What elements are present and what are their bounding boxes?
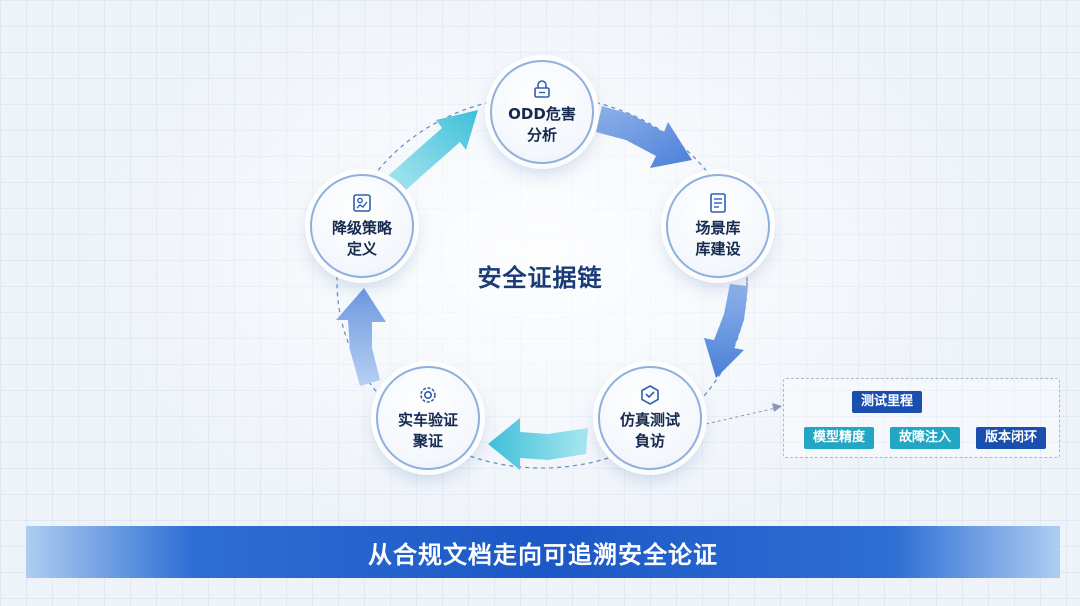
arrow-sim-to-vehicle bbox=[488, 418, 588, 470]
center-title: 安全证据链 bbox=[477, 264, 603, 292]
callout-connector bbox=[705, 407, 777, 425]
node-vehicle-validation[interactable]: 实车验证 聚证 bbox=[376, 366, 480, 470]
node-label: 实车验证 聚证 bbox=[397, 411, 458, 450]
bottom-banner: 从合规文档走向可追溯安全论证 bbox=[26, 526, 1060, 578]
arrow-vehicle-to-degrade bbox=[336, 288, 386, 386]
node-degradation-strategy[interactable]: 降级策略 定义 bbox=[310, 174, 414, 278]
node-label: 仿真测试 負访 bbox=[619, 411, 680, 450]
arrow-scene-to-sim bbox=[704, 284, 748, 378]
strategy-icon bbox=[353, 194, 371, 212]
node-label: ODD危害 分析 bbox=[508, 105, 576, 144]
cube-icon bbox=[641, 385, 659, 405]
lock-icon bbox=[534, 80, 550, 98]
node-simulation-testing[interactable]: 仿真测试 負访 bbox=[598, 366, 702, 470]
tag-model-accuracy[interactable]: 模型精度 bbox=[804, 427, 875, 449]
arrow-degrade-to-odd bbox=[388, 110, 478, 190]
callout-arrowhead bbox=[772, 403, 782, 412]
gear-icon bbox=[420, 387, 436, 403]
banner-text: 从合规文档走向可追溯安全论证 bbox=[368, 540, 718, 569]
node-scenario-library[interactable]: 场景库 库建设 bbox=[666, 174, 770, 278]
node-label: 降级策略 定义 bbox=[331, 219, 392, 258]
node-label: 场景库 库建设 bbox=[695, 219, 741, 258]
tag-version-closed-loop[interactable]: 版本闭环 bbox=[976, 427, 1047, 449]
arrow-odd-to-scene bbox=[596, 106, 692, 168]
tag-fault-injection[interactable]: 故障注入 bbox=[890, 427, 961, 449]
tag-test-mileage[interactable]: 测试里程 bbox=[852, 391, 923, 413]
document-icon bbox=[710, 193, 726, 213]
test-mileage-callout: 测试里程 模型精度 故障注入 版本闭环 bbox=[783, 378, 1060, 458]
node-odd-hazard-analysis[interactable]: ODD危害 分析 bbox=[490, 60, 594, 164]
